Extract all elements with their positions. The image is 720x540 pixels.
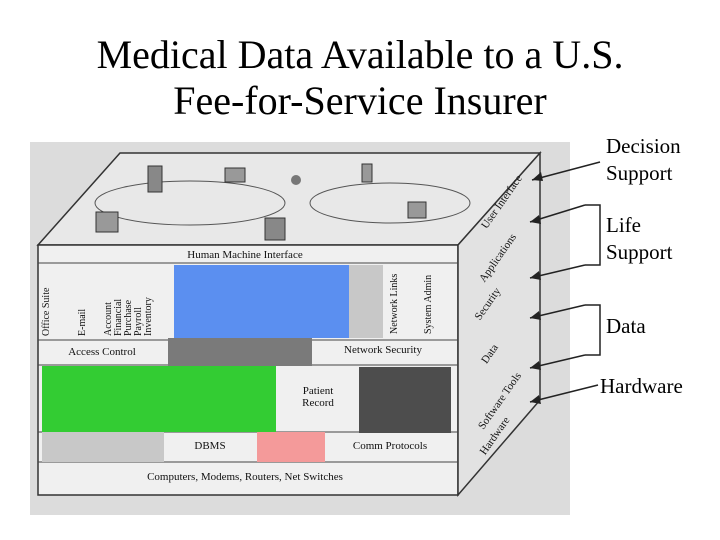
data-bracket bbox=[585, 304, 601, 356]
person-icon bbox=[291, 175, 301, 185]
store-icon bbox=[224, 167, 246, 183]
light-gray-block-top bbox=[349, 265, 383, 338]
building-icon bbox=[147, 165, 163, 193]
decision-arrow bbox=[531, 161, 601, 181]
network-security-label: Network Security bbox=[344, 344, 422, 356]
network-links-label: Network Links bbox=[389, 273, 400, 334]
email-label: E-mail bbox=[77, 308, 88, 336]
clinic-icon bbox=[407, 201, 427, 219]
patient-record-label: Patient Record bbox=[302, 385, 334, 409]
hardware-label: Hardware bbox=[600, 374, 683, 398]
hardware-arrow bbox=[529, 384, 599, 403]
decision-support-label: Decision Support bbox=[606, 134, 681, 185]
mid-gray-block bbox=[168, 338, 312, 366]
comm-protocols-label: Comm Protocols bbox=[352, 440, 428, 452]
hmi-label: Human Machine Interface bbox=[187, 249, 303, 261]
pink-block bbox=[257, 432, 325, 462]
server-icon bbox=[95, 211, 119, 233]
life-bracket bbox=[585, 204, 601, 266]
network-ring-right bbox=[309, 182, 471, 224]
data-label: Data bbox=[606, 314, 646, 338]
office-suite-label: Office Suite bbox=[41, 287, 52, 336]
light-gray-block-bottom bbox=[42, 432, 164, 462]
green-block bbox=[42, 366, 276, 432]
access-control-label: Access Control bbox=[68, 346, 136, 358]
blue-block bbox=[174, 265, 350, 338]
computers-label: Computers, Modems, Routers, Net Switches bbox=[147, 471, 343, 483]
dark-gray-block bbox=[359, 367, 451, 433]
slide-title: Medical Data Available to a U.S. Fee-for… bbox=[0, 32, 720, 124]
account-financial-label: Account Financial Purchase Payroll Inven… bbox=[103, 297, 154, 336]
hospital-icon bbox=[264, 217, 286, 241]
title-line-1: Medical Data Available to a U.S. bbox=[96, 32, 624, 77]
network-ring-left bbox=[94, 180, 286, 226]
life-support-label: Life Support bbox=[606, 213, 673, 264]
dbms-label: DBMS bbox=[194, 440, 226, 452]
title-line-2: Fee-for-Service Insurer bbox=[173, 78, 547, 123]
system-admin-label: System Admin bbox=[423, 274, 434, 334]
pharmacy-icon bbox=[361, 163, 373, 183]
